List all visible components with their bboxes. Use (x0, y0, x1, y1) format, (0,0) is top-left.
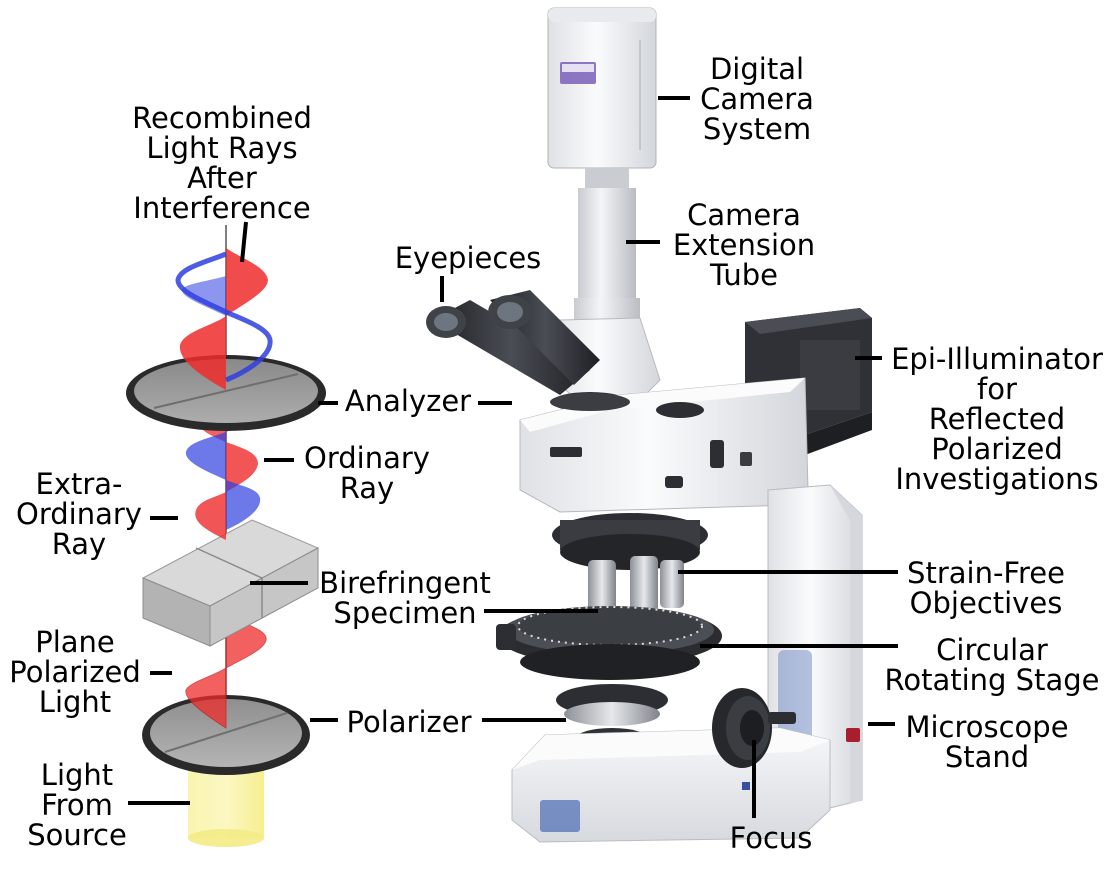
label-ordinary-ray: Ordinary Ray (304, 441, 430, 505)
camera-extension-tube (574, 168, 640, 320)
nosepiece-objectives (552, 513, 708, 624)
label-epi-illuminator: Epi-Illuminator for Reflected Polarized … (891, 342, 1103, 496)
digital-camera (547, 7, 657, 169)
label-camera-extension-tube: Camera Extension Tube (672, 198, 816, 292)
label-plane-polarized-light: Plane Polarized Light (9, 625, 141, 719)
polarizer-filter (142, 695, 310, 775)
birefringent-specimen-block (141, 519, 320, 647)
label-focus: Focus (729, 821, 813, 855)
analyzer-filter (126, 355, 326, 431)
label-polarizer: Polarizer (346, 705, 472, 739)
microscope-upper-body (519, 377, 809, 513)
leader-lines (128, 96, 898, 818)
label-digital-camera: Digital Camera System (700, 52, 814, 146)
label-strain-free-objectives: Strain-Free Objectives (907, 556, 1065, 620)
recombined-waves (175, 248, 273, 390)
label-light-from-source: Light From Source (27, 758, 127, 852)
eyepiece-tubes (426, 290, 600, 395)
leader-recombined (240, 221, 248, 263)
label-circular-rotating-stage: Circular Rotating Stage (884, 633, 1100, 697)
label-recombined-light: Recombined Light Rays After Interference (132, 101, 312, 225)
focus-knob (712, 688, 796, 768)
rotating-stage (496, 606, 722, 680)
polarization-schematic (126, 225, 326, 847)
plane-polarized-wave (185, 614, 267, 729)
label-birefringent-specimen: Birefringent Specimen (319, 566, 491, 630)
label-analyzer: Analyzer (344, 384, 472, 418)
label-eyepieces: Eyepieces (394, 241, 542, 275)
label-microscope-stand: Microscope Stand (905, 710, 1069, 774)
label-extra-ordinary-ray: Extra- Ordinary Ray (16, 467, 142, 561)
